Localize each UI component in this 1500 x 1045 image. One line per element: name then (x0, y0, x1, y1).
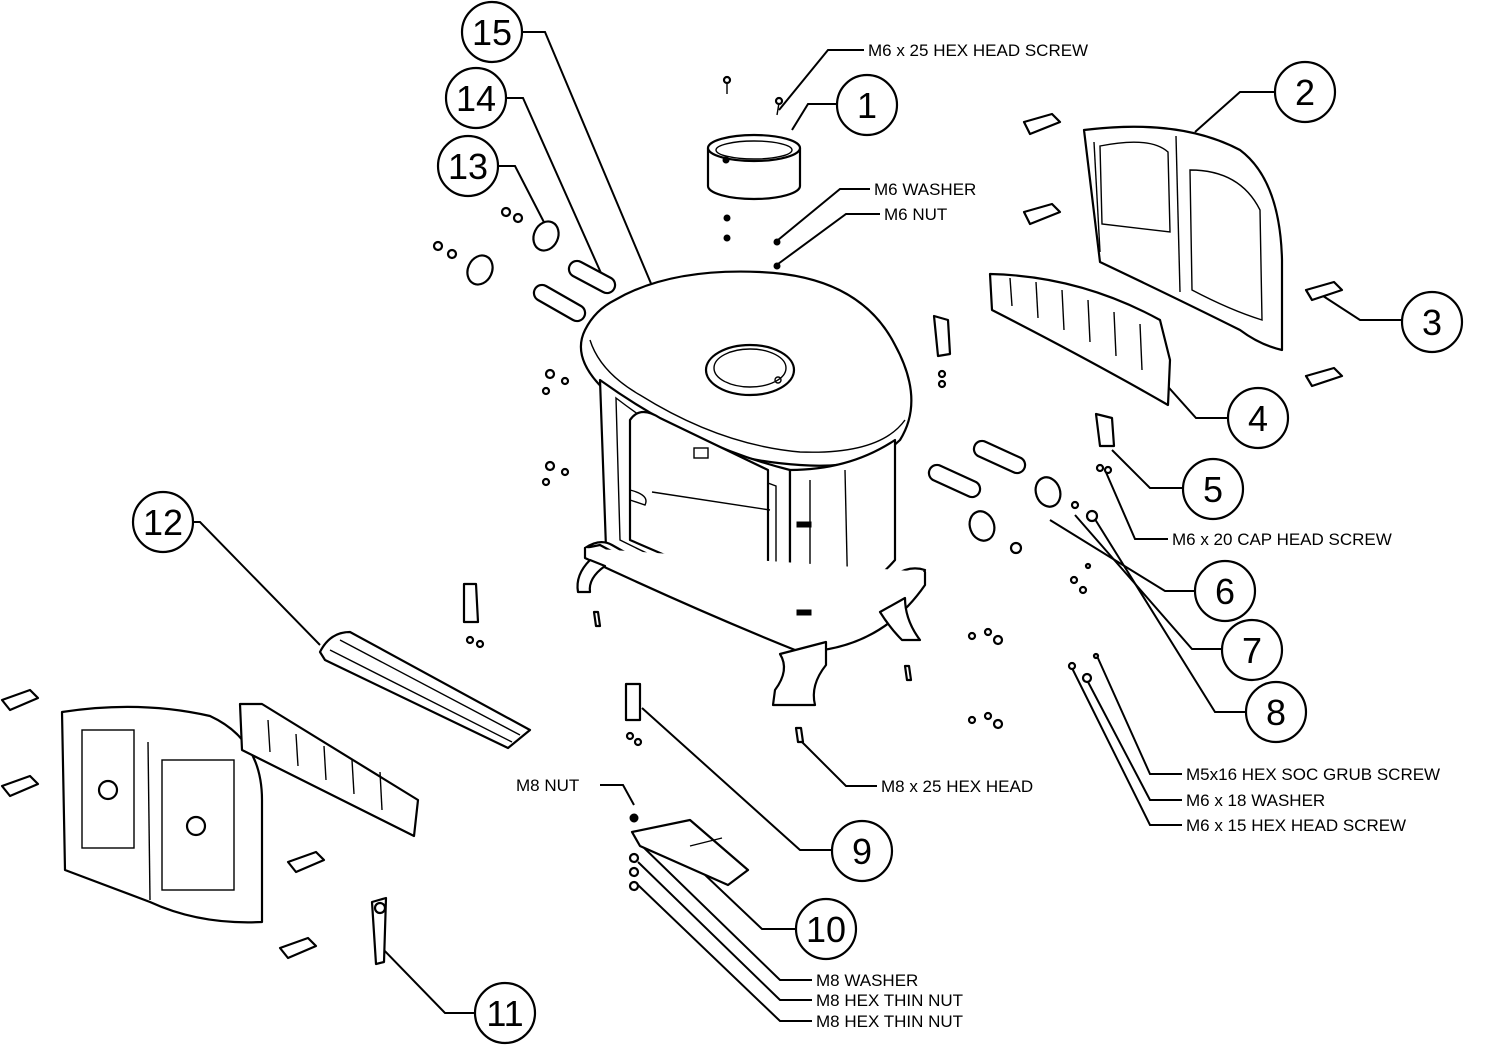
balloon-10: 10 (794, 897, 858, 961)
svg-text:2: 2 (1295, 72, 1315, 113)
balloon-12: 12 (131, 490, 195, 554)
svg-text:14: 14 (456, 78, 496, 119)
svg-text:5: 5 (1203, 469, 1223, 510)
label-m6-15-hex-head-screw: M6 x 15 HEX HEAD SCREW (1186, 816, 1406, 835)
svg-text:13: 13 (448, 146, 488, 187)
door-assembly-square (0, 688, 326, 960)
label-m6-nut: M6 NUT (884, 205, 947, 224)
door-handle-tool (370, 896, 388, 966)
svg-text:12: 12 (143, 502, 183, 543)
svg-text:6: 6 (1215, 571, 1235, 612)
stove-body (576, 270, 927, 707)
ash-lip (318, 630, 532, 750)
leader-lines (163, 31, 1402, 1022)
balloon-6: 6 (1193, 559, 1257, 623)
label-m6-25-hex-head-screw: M6 x 25 HEX HEAD SCREW (868, 41, 1088, 60)
part-number-balloons: 1 2 3 4 5 6 7 8 9 10 11 12 13 14 15 (131, 0, 1464, 1045)
balloon-3: 3 (1400, 290, 1464, 354)
balloon-8: 8 (1244, 680, 1308, 744)
balloon-1: 1 (835, 73, 899, 137)
label-m6-18-washer: M6 x 18 WASHER (1186, 791, 1325, 810)
svg-text:8: 8 (1266, 692, 1286, 733)
label-m8-hex-thin-nut-1: M8 HEX THIN NUT (816, 991, 963, 1010)
front-grate-right (988, 272, 1172, 407)
label-m8-nut: M8 NUT (516, 776, 579, 795)
balloon-5: 5 (1181, 457, 1245, 521)
svg-text:7: 7 (1242, 630, 1262, 671)
balloon-15: 15 (460, 0, 524, 64)
svg-text:11: 11 (486, 993, 523, 1034)
label-m8-hex-thin-nut-2: M8 HEX THIN NUT (816, 1012, 963, 1031)
svg-text:10: 10 (806, 909, 846, 950)
balloon-13: 13 (436, 134, 500, 198)
svg-text:9: 9 (852, 831, 872, 872)
flue-collar (706, 133, 802, 201)
label-m8-25-hex-head: M8 x 25 HEX HEAD (881, 777, 1033, 796)
ash-pan-plate (628, 813, 750, 892)
label-m8-washer: M8 WASHER (816, 971, 918, 990)
svg-text:1: 1 (857, 85, 877, 126)
balloon-7: 7 (1220, 618, 1284, 682)
air-tubes (532, 259, 1027, 499)
door-assembly-arched (1022, 112, 1344, 388)
svg-text:4: 4 (1248, 398, 1268, 439)
balloon-9: 9 (830, 819, 894, 883)
right-fixings (967, 562, 1100, 730)
label-m5-16-hex-soc-grub-screw: M5x16 HEX SOC GRUB SCREW (1186, 765, 1440, 784)
label-m6-20-cap-head-screw: M6 x 20 CAP HEAD SCREW (1172, 530, 1392, 549)
air-control-discs (432, 206, 1099, 555)
balloon-4: 4 (1226, 386, 1290, 450)
svg-text:15: 15 (472, 12, 512, 53)
top-fixings (722, 75, 784, 270)
front-grate-left (238, 702, 420, 838)
balloon-2: 2 (1273, 60, 1337, 124)
balloon-11: 11 (473, 981, 537, 1045)
balloon-14: 14 (444, 66, 508, 130)
svg-text:3: 3 (1422, 302, 1442, 343)
grate-brackets (462, 314, 1116, 747)
fastener-callouts: M6 x 25 HEX HEAD SCREW M6 WASHER M6 NUT … (516, 41, 1440, 1031)
body-left-fixings (541, 368, 947, 744)
label-m6-washer: M6 WASHER (874, 180, 976, 199)
